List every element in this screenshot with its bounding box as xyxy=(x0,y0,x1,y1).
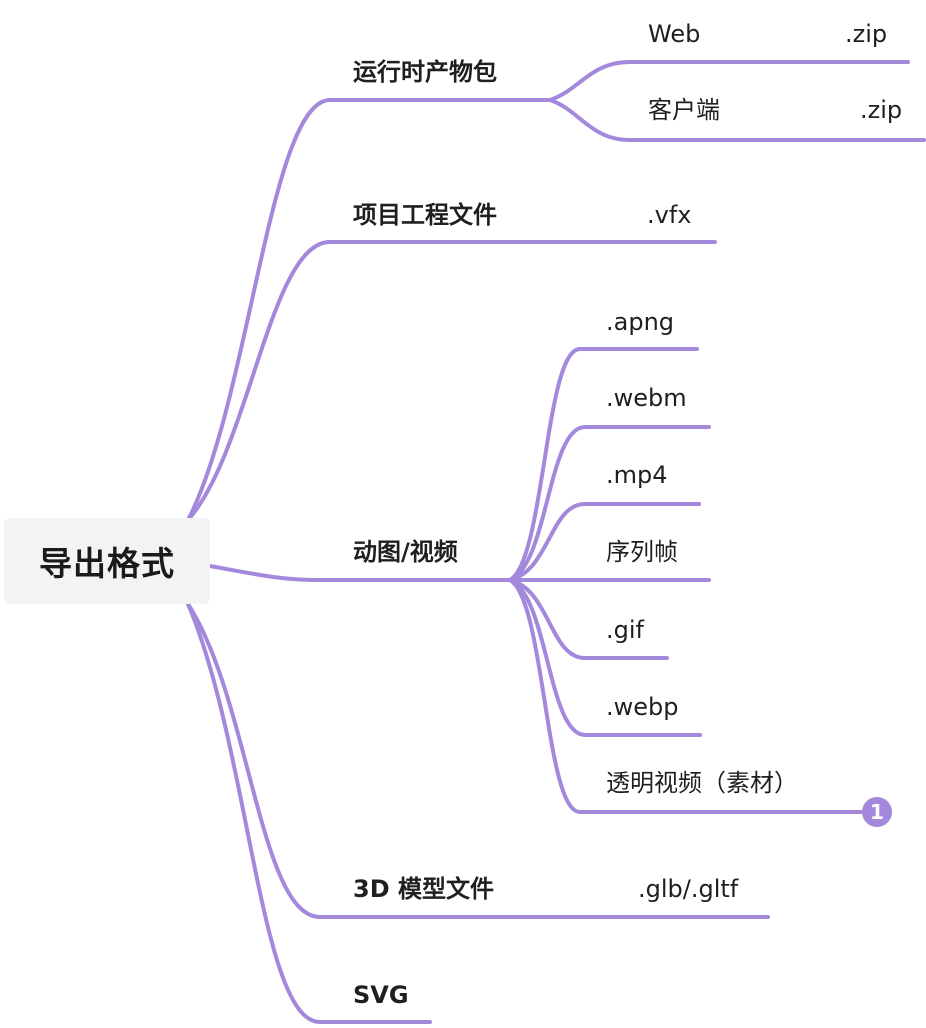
link-svg xyxy=(186,602,432,1024)
link-alpha xyxy=(508,578,864,814)
leaf-web-ext: .zip xyxy=(845,20,888,48)
root-node[interactable]: 导出格式 xyxy=(4,518,210,604)
leaf-gif[interactable]: .gif xyxy=(606,616,644,644)
link-project xyxy=(186,240,717,522)
root-label: 导出格式 xyxy=(39,544,175,583)
branch-anim[interactable]: 动图/视频 xyxy=(353,538,458,566)
leaf-alpha-video[interactable]: 透明视频（素材） xyxy=(606,769,798,797)
branch-project[interactable]: 项目工程文件 xyxy=(353,201,497,229)
branch-runtime[interactable]: 运行时产物包 xyxy=(353,58,497,86)
leaf-model-ext: .glb/.gltf xyxy=(638,875,739,903)
link-mp4 xyxy=(508,502,701,582)
branch-model[interactable]: 3D 模型文件 xyxy=(353,875,494,903)
leaf-web[interactable]: Web xyxy=(648,20,701,48)
leaf-client-ext: .zip xyxy=(860,96,903,124)
link-apng xyxy=(508,347,699,582)
link-webp xyxy=(508,578,702,737)
leaf-frames[interactable]: 序列帧 xyxy=(606,538,678,566)
link-model xyxy=(186,602,770,919)
link-gif xyxy=(508,578,669,660)
link-webm xyxy=(508,425,711,582)
leaf-webm[interactable]: .webm xyxy=(606,384,687,412)
link-web xyxy=(548,60,910,102)
link-anim xyxy=(208,564,512,582)
count-badge[interactable]: 1 xyxy=(862,797,892,827)
leaf-client[interactable]: 客户端 xyxy=(648,96,720,124)
leaf-project-ext: .vfx xyxy=(647,201,692,229)
leaf-apng[interactable]: .apng xyxy=(606,308,675,336)
leaf-webp[interactable]: .webp xyxy=(606,693,679,721)
link-runtime xyxy=(186,98,552,522)
link-client xyxy=(548,98,926,142)
branch-svg[interactable]: SVG xyxy=(353,981,409,1009)
leaf-mp4[interactable]: .mp4 xyxy=(606,461,668,489)
